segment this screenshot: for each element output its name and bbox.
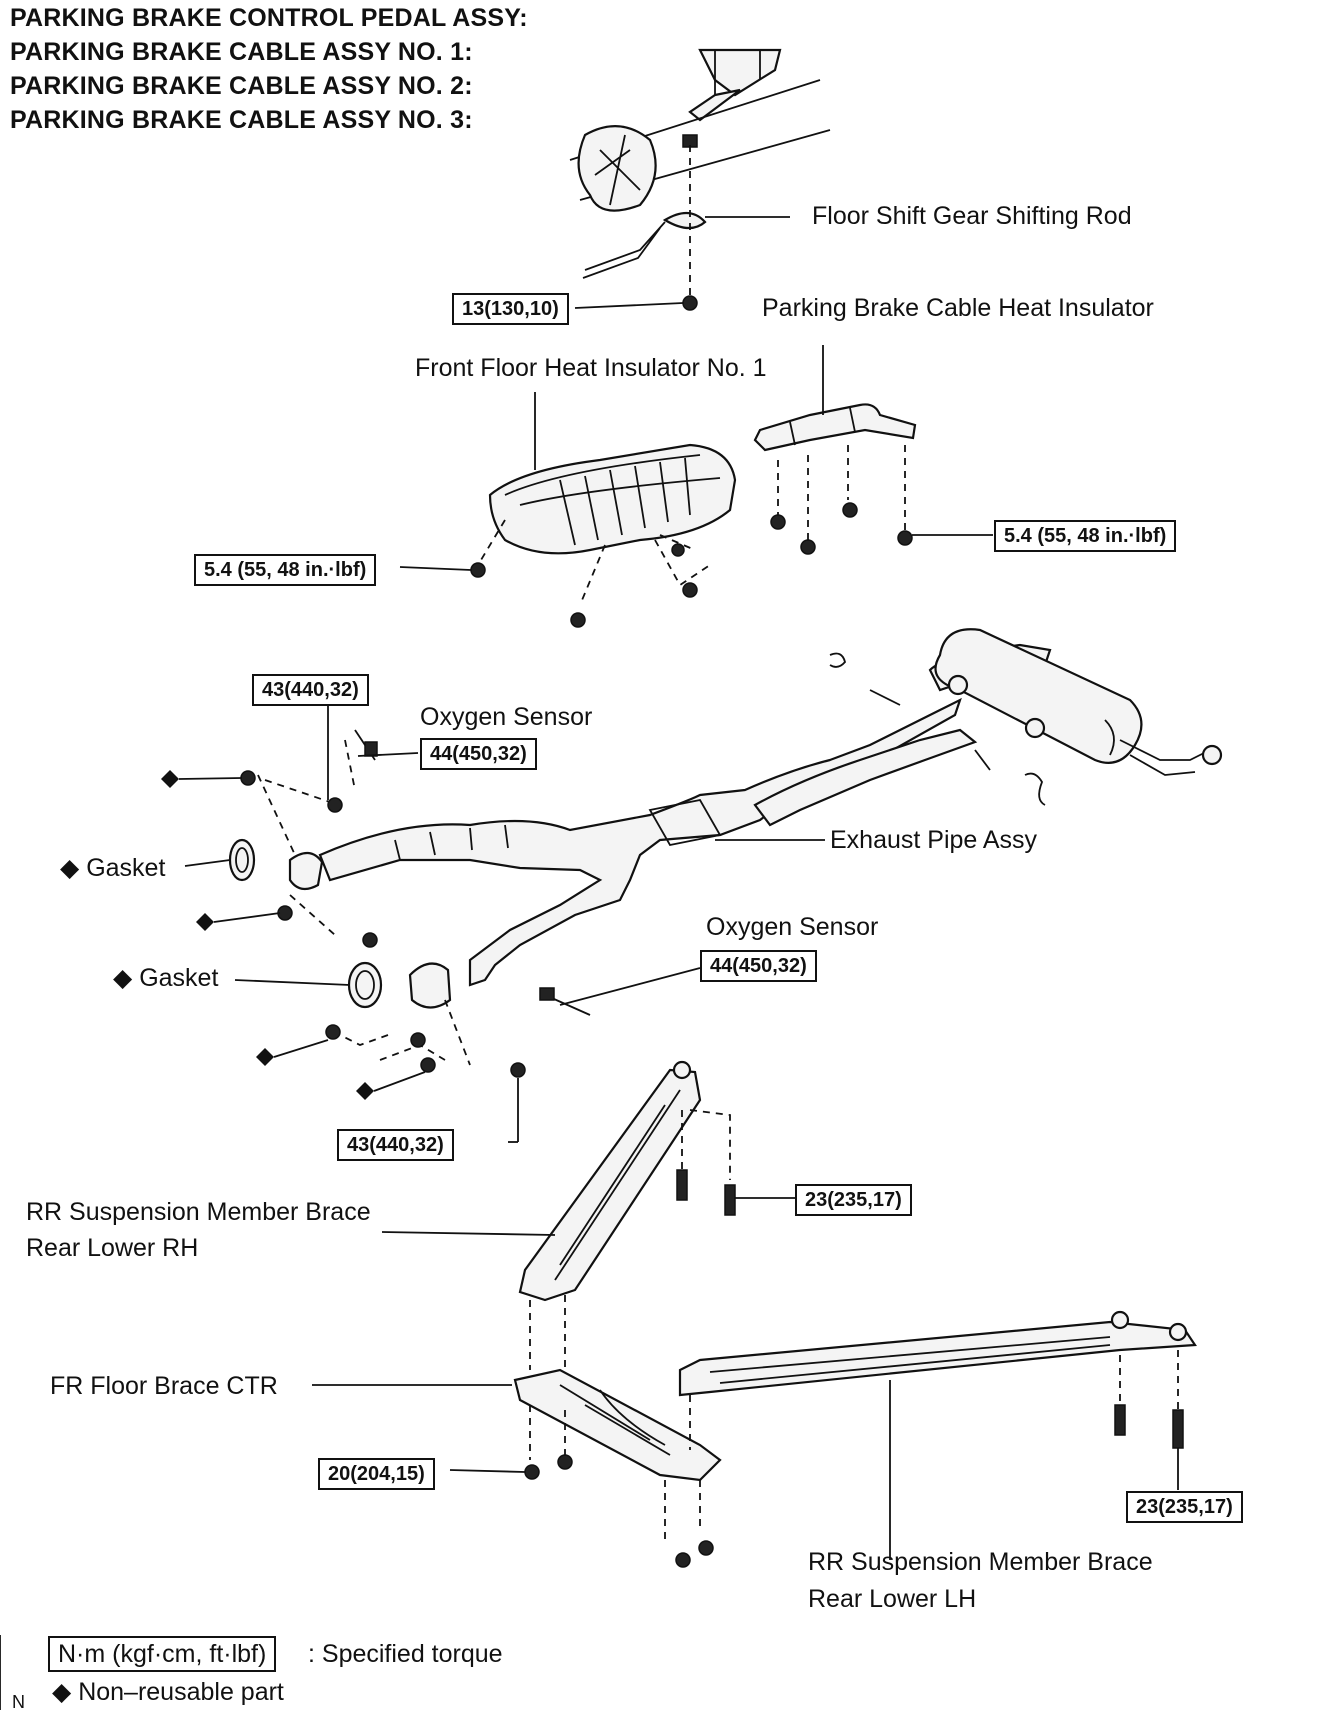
upper-flange-nut-2-icon bbox=[277, 905, 293, 921]
corner-mark: N bbox=[12, 1692, 25, 1712]
rr-brace-rh-bolt-2-icon bbox=[724, 1184, 736, 1216]
gasket-upper-leader bbox=[184, 859, 231, 867]
front-insulator-torque-leader bbox=[399, 566, 472, 571]
front-floor-heat-insulator-drawing bbox=[488, 443, 737, 555]
legend-non-reusable: ◆ Non–reusable part bbox=[52, 1677, 284, 1707]
upper-flange-bolt-1-icon bbox=[327, 797, 343, 813]
exhaust-lower-flange-dash bbox=[339, 999, 471, 1066]
lower-flange-bolt-1-icon bbox=[410, 1032, 426, 1048]
front-insulator-dash-2 bbox=[579, 544, 606, 606]
title-line-2: PARKING BRAKE CABLE ASSY NO. 1: bbox=[10, 38, 473, 66]
front-insulator-bolt-1-icon bbox=[470, 562, 486, 578]
non-reusable-diamond-3-icon bbox=[256, 1048, 274, 1066]
torque-rr-brace-lh: 23(235,17) bbox=[1126, 1491, 1243, 1523]
rr-brace-lh-dash-lines bbox=[689, 1350, 1179, 1450]
oxygen-sensor-lower-torque-leader bbox=[559, 967, 701, 1006]
front-insulator-dash-1 bbox=[477, 519, 506, 566]
torque-front-flange-upper: 43(440,32) bbox=[252, 674, 369, 706]
torque-fr-floor-brace: 20(204,15) bbox=[318, 1458, 435, 1490]
label-exhaust-pipe-assy: Exhaust Pipe Assy bbox=[830, 826, 1038, 854]
title-line-3: PARKING BRAKE CABLE ASSY NO. 2: bbox=[10, 72, 473, 100]
label-floor-shift-gear-shifting-rod: Floor Shift Gear Shifting Rod bbox=[812, 202, 1132, 230]
exhaust-upper-flange-dash bbox=[257, 739, 356, 936]
torque-front-flange-lower: 43(440,32) bbox=[337, 1129, 454, 1161]
label-gasket-lower: ◆ Gasket bbox=[113, 963, 218, 993]
torque-front-insulator: 5.4 (55, 48 in.·lbf) bbox=[194, 554, 377, 586]
legend-non-reusable-text: Non–reusable part bbox=[78, 1678, 284, 1706]
non-reusable-mark: ◆ bbox=[113, 964, 133, 992]
label-rr-brace-lh-line-1: RR Suspension Member Brace bbox=[808, 1548, 1153, 1576]
rr-brace-rh-to-floor-dash bbox=[529, 1295, 566, 1370]
lower-flange-nut-1-icon bbox=[325, 1024, 341, 1040]
fr-floor-brace-bolt-4-icon bbox=[698, 1540, 714, 1556]
diamond-4-leader bbox=[373, 1071, 426, 1092]
pb-insulator-bolt-3-icon bbox=[842, 502, 858, 518]
front-insulator-bolt-2-icon bbox=[570, 612, 586, 628]
torque-oxygen-sensor-lower: 44(450,32) bbox=[700, 950, 817, 982]
torque-rr-brace-rh: 23(235,17) bbox=[795, 1184, 912, 1216]
oxygen-sensor-lower-drawing bbox=[539, 987, 591, 1016]
non-reusable-diamond-1-icon bbox=[161, 770, 179, 788]
rr-brace-lh-drawing bbox=[678, 1310, 1197, 1397]
rr-brace-rh-dash-lines bbox=[681, 1109, 731, 1180]
diamond-2-leader bbox=[213, 912, 281, 923]
oxygen-sensor-upper-torque-leader bbox=[357, 752, 419, 757]
label-oxygen-sensor-upper: Oxygen Sensor bbox=[420, 703, 593, 731]
rr-brace-rh-drawing bbox=[518, 1060, 702, 1302]
title-line-4: PARKING BRAKE CABLE ASSY NO. 3: bbox=[10, 106, 473, 134]
label-oxygen-sensor-lower: Oxygen Sensor bbox=[706, 913, 879, 941]
pb-insulator-bolt-1-icon bbox=[770, 514, 786, 530]
label-pb-cable-heat-insulator: Parking Brake Cable Heat Insulator bbox=[762, 294, 1154, 322]
pb-insulator-bolt-4-icon bbox=[897, 530, 913, 546]
fr-floor-brace-bolt-2-icon bbox=[557, 1454, 573, 1470]
torque-pb-insulator: 5.4 (55, 48 in.·lbf) bbox=[994, 520, 1177, 552]
lower-flange-nut-2-icon bbox=[420, 1057, 436, 1073]
shift-rod-nut-icon bbox=[682, 295, 698, 311]
torque-shift-rod-nut: 13(130,10) bbox=[452, 293, 569, 325]
label-rr-brace-lh-line-2: Rear Lower LH bbox=[808, 1585, 977, 1613]
fr-floor-brace-drawing bbox=[513, 1368, 722, 1482]
pb-insulator-bolt-2-icon bbox=[800, 539, 816, 555]
shift-rod-torque-leader bbox=[574, 302, 684, 309]
rr-brace-rh-label-leader bbox=[381, 1231, 556, 1236]
label-rr-brace-rh-line-1: RR Suspension Member Brace bbox=[26, 1198, 371, 1226]
non-reusable-diamond-2-icon bbox=[196, 913, 214, 931]
non-reusable-mark: ◆ bbox=[52, 1678, 72, 1706]
front-insulator-dash-3 bbox=[654, 534, 711, 587]
pb-insulator-dash-lines bbox=[777, 445, 906, 540]
non-reusable-mark: ◆ bbox=[60, 854, 80, 882]
label-front-floor-heat-insulator: Front Floor Heat Insulator No. 1 bbox=[415, 354, 767, 382]
exhaust-pipe-assy-drawing bbox=[228, 628, 1223, 1009]
rr-brace-lh-bolt-1-icon bbox=[1114, 1404, 1126, 1436]
gasket-lower-text: Gasket bbox=[139, 964, 219, 992]
shift-lever-bracket-drawing bbox=[569, 48, 831, 279]
title-line-1: PARKING BRAKE CONTROL PEDAL ASSY: bbox=[10, 4, 528, 32]
fr-floor-brace-bolt-1-icon bbox=[524, 1464, 540, 1480]
pb-cable-heat-insulator-drawing bbox=[753, 403, 917, 452]
front-insulator-bolt-3-icon bbox=[682, 582, 698, 598]
fr-floor-brace-bolt-3-icon bbox=[675, 1552, 691, 1568]
fr-floor-brace-torque-leader bbox=[449, 1469, 526, 1473]
legend-torque-unit-box: N·m (kgf·cm, ft·lbf) bbox=[48, 1636, 277, 1672]
diamond-3-leader bbox=[273, 1039, 329, 1058]
lower-flange-bolt-2-icon bbox=[510, 1062, 526, 1078]
legend-torque-desc: : Specified torque bbox=[308, 1640, 503, 1668]
label-gasket-upper: ◆ Gasket bbox=[60, 853, 165, 883]
rr-brace-rh-bolt-1-icon bbox=[676, 1169, 688, 1201]
upper-flange-nut-1-icon bbox=[240, 770, 256, 786]
front-insulator-bolt-4-icon bbox=[671, 543, 685, 557]
gasket-upper-text: Gasket bbox=[86, 854, 166, 882]
torque-oxygen-sensor-upper: 44(450,32) bbox=[420, 738, 537, 770]
diamond-1-leader bbox=[178, 777, 243, 780]
label-rr-brace-rh-line-2: Rear Lower RH bbox=[26, 1234, 199, 1262]
label-fr-floor-brace-ctr: FR Floor Brace CTR bbox=[50, 1372, 278, 1400]
non-reusable-diamond-4-icon bbox=[356, 1082, 374, 1100]
upper-flange-bolt-2-icon bbox=[362, 932, 378, 948]
rr-brace-lh-bolt-2-icon bbox=[1172, 1409, 1184, 1449]
gasket-lower-leader bbox=[234, 979, 351, 986]
fr-floor-brace-dash-lines bbox=[529, 1405, 701, 1540]
